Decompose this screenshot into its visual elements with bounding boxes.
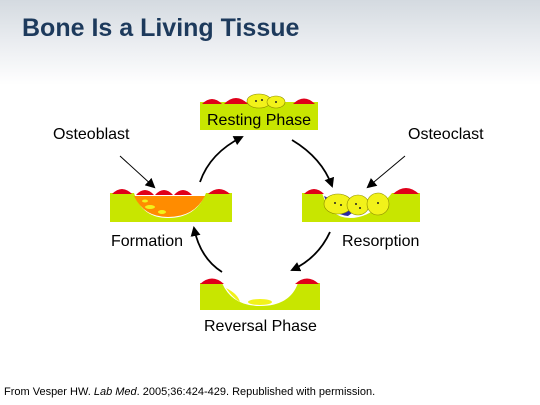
osteoblast-label: Osteoblast xyxy=(53,126,130,143)
lining-cell xyxy=(202,99,222,104)
arrow-resting-to-resorption xyxy=(291,139,335,188)
slide-title: Bone Is a Living Tissue xyxy=(22,14,300,42)
arrow-reversal-to-formation xyxy=(190,226,223,273)
osteocyte xyxy=(158,210,166,214)
osteoblast-cell xyxy=(174,190,192,195)
reversal-phase-label: Reversal Phase xyxy=(204,318,317,335)
lining-cell xyxy=(393,188,419,194)
arrow-resorption-to-reversal xyxy=(290,231,331,272)
resorption-bone-matrix xyxy=(302,193,420,222)
osteoblast-cell xyxy=(136,190,154,195)
header-band xyxy=(0,0,540,85)
lining-cell xyxy=(293,98,315,104)
osteoclast-pointer xyxy=(366,155,406,189)
osteoblast-pointer xyxy=(119,155,156,189)
mononuclear-cell xyxy=(248,299,272,305)
formation-bone xyxy=(110,189,232,222)
nucleus xyxy=(355,203,357,205)
arrow-formation-to-resting xyxy=(199,136,244,183)
resorption-bone xyxy=(302,188,420,222)
osteoid xyxy=(134,196,205,217)
lining-cell xyxy=(200,278,224,284)
nucleus xyxy=(261,99,263,101)
nucleus xyxy=(334,202,336,204)
nucleus xyxy=(340,204,342,206)
osteocyte xyxy=(142,199,148,203)
lining-cell xyxy=(208,189,230,194)
reversal-bone xyxy=(200,278,320,310)
citation-journal: Lab Med xyxy=(93,386,137,398)
resting-bone xyxy=(200,93,318,130)
reversal-bone-matrix xyxy=(200,283,320,310)
osteoblast-cell xyxy=(155,190,173,195)
lining-cell xyxy=(295,278,319,284)
nucleus xyxy=(255,100,257,102)
nucleus xyxy=(377,202,379,204)
formation-bone-matrix xyxy=(110,193,232,222)
lining-cell xyxy=(224,98,248,104)
citation-prefix: From Vesper HW. xyxy=(4,386,94,398)
formation-label: Formation xyxy=(111,233,184,250)
lining-cell xyxy=(304,189,324,194)
nucleus xyxy=(359,207,361,209)
osteocyte xyxy=(145,205,155,209)
citation: From Vesper HW. Lab Med. 2005;36:424-429… xyxy=(4,386,375,398)
resting-phase-label: Resting Phase xyxy=(207,112,312,129)
resorption-label: Resorption xyxy=(342,233,420,250)
osteoclast-label: Osteoclast xyxy=(408,126,484,143)
osteoclast-cell xyxy=(346,194,370,216)
citation-suffix: . 2005;36:424-429. Republished with perm… xyxy=(136,386,376,398)
mononuclear-cell xyxy=(226,288,240,302)
nucleus xyxy=(275,101,277,103)
lining-cell xyxy=(112,189,132,194)
